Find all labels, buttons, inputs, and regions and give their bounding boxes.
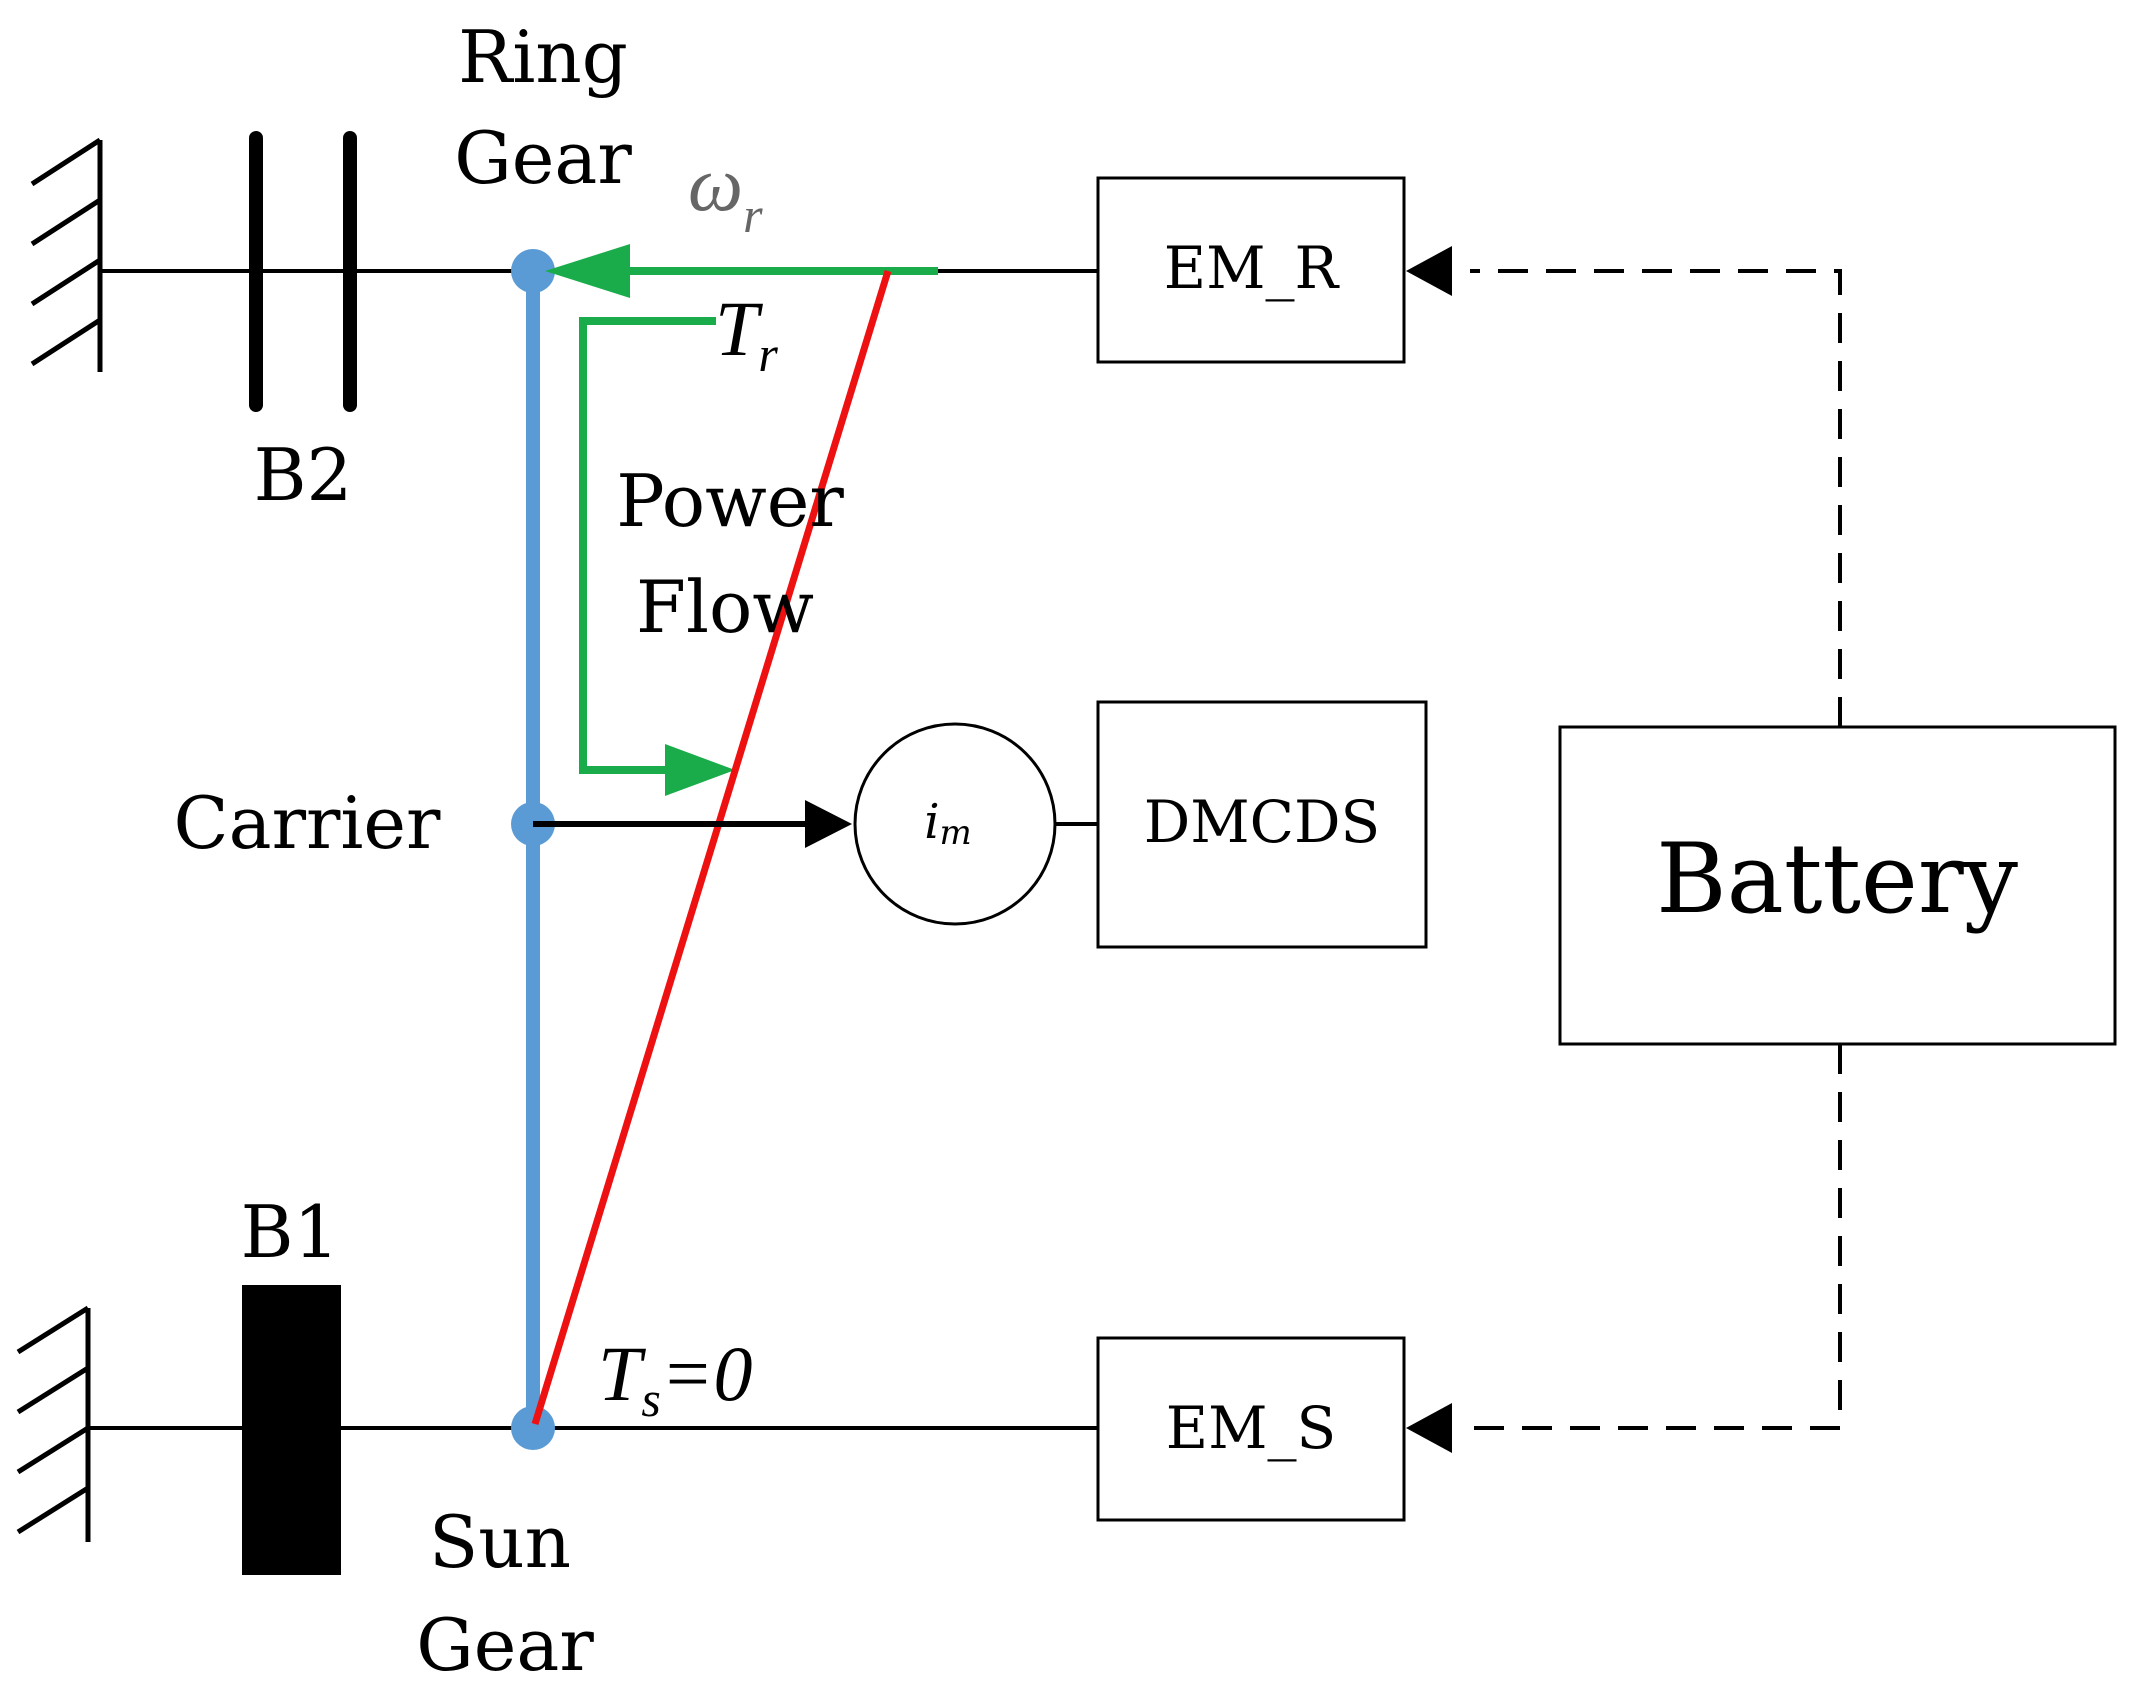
ring-gear-label-line1: Ring bbox=[458, 15, 628, 99]
im-symbol: i bbox=[924, 794, 939, 850]
power-flow-label-line2: Flow bbox=[636, 565, 814, 649]
brake-b1 bbox=[242, 1285, 341, 1575]
battery-box bbox=[1558, 725, 2117, 1046]
ts-subscript: s bbox=[641, 1371, 660, 1427]
svg-text:im: im bbox=[924, 794, 972, 853]
battery-label: Battery bbox=[1656, 823, 2018, 935]
dmcds-label: DMCDS bbox=[1144, 788, 1381, 856]
omega-subscript: r bbox=[743, 187, 763, 243]
svg-text:Ts=0: Ts=0 bbox=[598, 1330, 753, 1427]
ts-symbol: T bbox=[598, 1330, 646, 1417]
em-r-label: EM_R bbox=[1164, 234, 1341, 302]
ground-hatch-top bbox=[30, 137, 103, 372]
battery-link-top bbox=[1406, 246, 1842, 727]
brake-b2-label: B2 bbox=[254, 433, 353, 517]
speed-line bbox=[531, 269, 892, 1426]
svg-text:Tr: Tr bbox=[715, 285, 778, 382]
omega-symbol: ω bbox=[688, 140, 743, 227]
im-node-circle bbox=[853, 722, 1057, 926]
tr-subscript: r bbox=[758, 326, 778, 382]
battery-link-bottom bbox=[1406, 1044, 1842, 1453]
ring-gear-label-line2: Gear bbox=[454, 116, 632, 200]
power-flow-arrow bbox=[579, 317, 735, 796]
sun-gear-label-line1: Sun bbox=[429, 1500, 571, 1584]
carrier-label: Carrier bbox=[174, 781, 441, 865]
sun-gear-label-line2: Gear bbox=[416, 1603, 594, 1687]
power-flow-label-line1: Power bbox=[616, 459, 844, 543]
ts-value: =0 bbox=[661, 1330, 753, 1417]
em-s-label: EM_S bbox=[1166, 1394, 1336, 1462]
brake-b2 bbox=[249, 131, 357, 412]
im-subscript: m bbox=[940, 813, 972, 853]
em-s-box bbox=[1096, 1336, 1406, 1522]
svg-text:ωr: ωr bbox=[688, 140, 763, 243]
ring-gear-node bbox=[511, 249, 555, 293]
carrier-output-arrow bbox=[533, 800, 852, 848]
em-r-box bbox=[1096, 176, 1406, 364]
tr-symbol: T bbox=[715, 285, 763, 372]
dmcds-box bbox=[1096, 700, 1428, 949]
sun-gear-node bbox=[511, 1406, 555, 1450]
ground-hatch-bottom bbox=[16, 1305, 91, 1542]
brake-b1-label: B1 bbox=[241, 1190, 340, 1274]
